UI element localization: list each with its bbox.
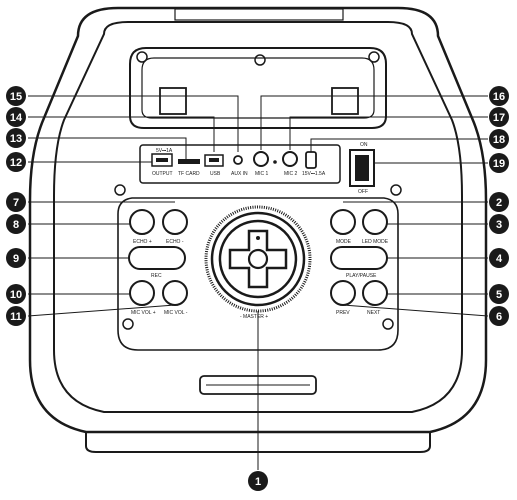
mic2-jack[interactable]: [282, 151, 298, 167]
led-mode-button[interactable]: [362, 209, 388, 235]
echo-plus-label: ECHO +: [133, 239, 152, 245]
callout-13: 13: [6, 128, 26, 148]
callout-10: 10: [6, 284, 26, 304]
callout-8-text: 8: [13, 219, 19, 231]
callout-3-text: 3: [496, 219, 502, 231]
control-panel: 5V⎓1A OUTPUT TF CARD USB AUX IN MIC 1 MI…: [151, 142, 375, 195]
master-label: - MASTER +: [240, 314, 268, 320]
callout-8: 8: [6, 214, 26, 234]
mic2-label: MIC 2: [284, 171, 298, 177]
callout-2: 2: [489, 192, 509, 212]
aux-in-label: AUX IN: [231, 171, 248, 177]
callout-4: 4: [489, 248, 509, 268]
rec-button[interactable]: [128, 246, 186, 270]
usb-port[interactable]: [204, 154, 224, 167]
callout-7: 7: [6, 192, 26, 212]
callout-14-text: 14: [10, 112, 23, 124]
led-indicator: [273, 160, 277, 164]
aux-in-jack[interactable]: [233, 155, 243, 165]
callout-6-text: 6: [496, 311, 502, 323]
power-switch[interactable]: [349, 149, 375, 187]
echo-minus-button[interactable]: [162, 209, 188, 235]
master-knob-ring: [204, 205, 312, 313]
prev-label: PREV: [336, 310, 350, 316]
callout-16-text: 16: [493, 91, 505, 103]
leader-lines: [27, 95, 489, 470]
callout-14: 14: [6, 107, 26, 127]
callout-12-text: 12: [10, 157, 22, 169]
callout-6: 6: [489, 306, 509, 326]
power-on-label: ON: [360, 142, 368, 148]
prev-button[interactable]: [330, 280, 356, 306]
callout-7-text: 7: [13, 197, 19, 209]
callout-1-text: 1: [255, 476, 261, 488]
callout-18-text: 18: [493, 134, 505, 146]
callout-19: 19: [489, 153, 509, 173]
callout-19-text: 19: [493, 158, 505, 170]
callout-17: 17: [489, 107, 509, 127]
play-pause-label: PLAY/PAUSE: [346, 273, 377, 279]
rec-label: REC: [151, 273, 162, 279]
callout-16: 16: [489, 86, 509, 106]
callout-11: 11: [6, 306, 26, 326]
callout-17-text: 17: [493, 112, 505, 124]
dc-in-label: 15V⎓1.5A: [302, 171, 326, 177]
master-knob[interactable]: [204, 205, 312, 313]
mic-vol-minus-label: MIC VOL -: [164, 310, 188, 316]
led-mode-label: LED MODE: [362, 239, 389, 245]
mic1-jack[interactable]: [253, 151, 269, 167]
next-button[interactable]: [362, 280, 388, 306]
speaker-body: [28, 6, 488, 453]
left-button-group: [128, 209, 188, 306]
echo-minus-label: ECHO -: [166, 239, 184, 245]
callout-10-text: 10: [10, 289, 22, 301]
power-off-label: OFF: [358, 189, 368, 195]
next-label: NEXT: [367, 310, 380, 316]
play-pause-button[interactable]: [330, 246, 388, 270]
dc-in-port[interactable]: [305, 151, 317, 169]
callout-11-text: 11: [10, 311, 22, 323]
mic-vol-plus-label: MIC VOL +: [131, 310, 156, 316]
output-rating-label: 5V⎓1A: [156, 148, 173, 154]
callout-4-text: 4: [496, 253, 503, 265]
callout-1: 1: [248, 471, 268, 491]
callout-markers: 15 14 13 12 7 8 9 10 11 16 17 18 19 2 3 …: [6, 86, 509, 491]
callout-5: 5: [489, 284, 509, 304]
callout-2-text: 2: [496, 197, 502, 209]
mic1-label: MIC 1: [255, 171, 269, 177]
callout-3: 3: [489, 214, 509, 234]
callout-13-text: 13: [10, 133, 22, 145]
tf-card-slot[interactable]: [178, 159, 200, 164]
usb-label: USB: [210, 171, 221, 177]
mic-vol-minus-button[interactable]: [162, 280, 188, 306]
callout-9-text: 9: [13, 253, 19, 265]
tf-card-label: TF CARD: [178, 171, 200, 177]
callout-9: 9: [6, 248, 26, 268]
output-label: OUTPUT: [152, 171, 173, 177]
callout-12: 12: [6, 152, 26, 172]
mode-button[interactable]: [330, 209, 356, 235]
usb-output-port[interactable]: [151, 153, 173, 167]
mode-label: MODE: [336, 239, 352, 245]
callout-15: 15: [6, 86, 26, 106]
echo-plus-button[interactable]: [129, 209, 155, 235]
callout-18: 18: [489, 129, 509, 149]
callout-15-text: 15: [10, 91, 22, 103]
right-button-group: [330, 209, 388, 306]
mic-vol-plus-button[interactable]: [129, 280, 155, 306]
callout-5-text: 5: [496, 289, 502, 301]
master-knob-grip: [218, 219, 298, 299]
